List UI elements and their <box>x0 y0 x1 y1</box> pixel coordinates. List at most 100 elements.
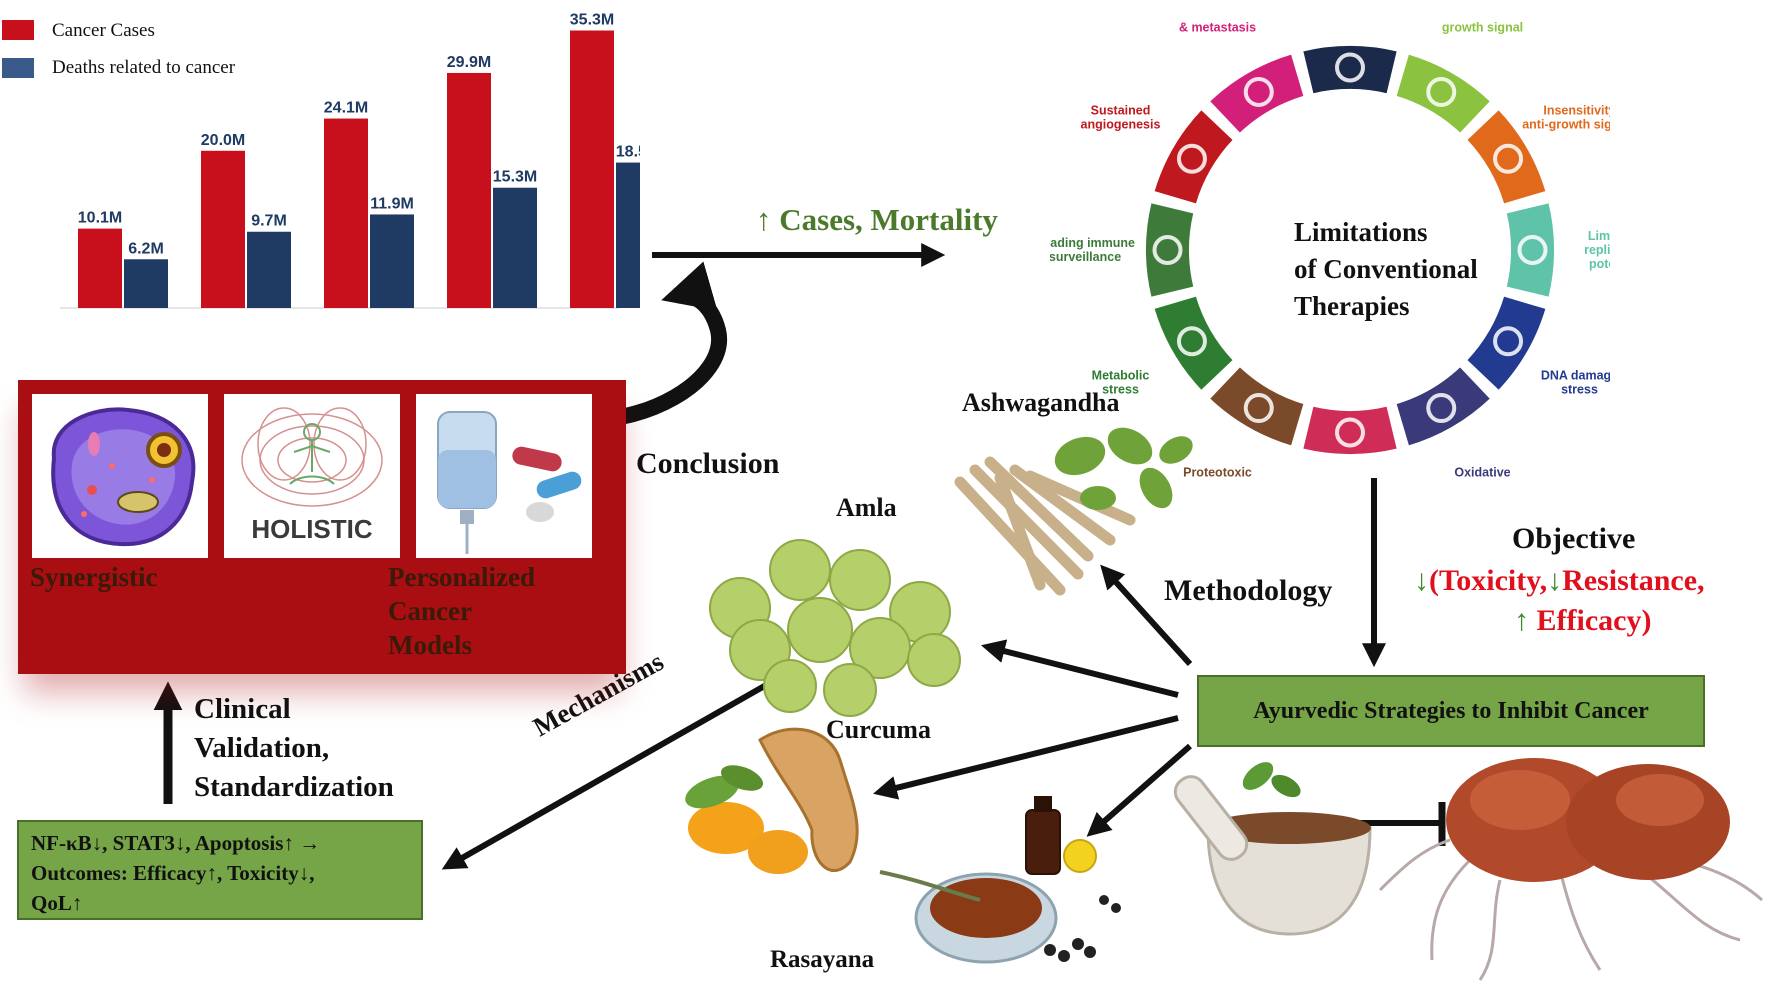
hallmark-segment-12 <box>1207 52 1306 136</box>
rasayana-image <box>879 796 1121 964</box>
holistic-meditation-illustration: HOLISTIC <box>241 407 383 544</box>
personalized-label-line-1: Personalized <box>388 562 535 592</box>
hallmark-segment-6 <box>1394 364 1493 448</box>
ashwagandha-image <box>954 427 1193 596</box>
bar-deaths-2040 <box>493 187 537 308</box>
arrow-to-rasayana <box>1086 743 1192 837</box>
cancer-bar-chart: 10.1M6.2M200120.0M9.7M202324.1M11.9M2030… <box>60 12 640 309</box>
clinical-line-1: Clinical <box>194 693 291 725</box>
cases-mortality-label: ↑ Cases, Mortality <box>756 202 998 237</box>
hallmark-segment-10 <box>1144 200 1196 300</box>
holistic-panel: HOLISTIC <box>224 394 400 558</box>
objective-line-1: ↓(Toxicity,↓Resistance, <box>1414 564 1705 598</box>
bar-label-deaths-2040: 15.3M <box>493 169 537 186</box>
bar-label-deaths-2030: 11.9M <box>370 195 414 212</box>
objective-toxicity: (Toxicity, <box>1429 564 1548 597</box>
hallmark-segment-3 <box>1464 107 1548 206</box>
bar-cases-2001 <box>78 228 122 308</box>
iv-bag-pills-illustration <box>437 411 582 554</box>
mechanisms-line-2: Outcomes: Efficacy↑, Toxicity↓, <box>31 861 315 885</box>
hallmark-segment-7 <box>1300 404 1400 456</box>
synergistic-label: Synergistic <box>30 562 158 592</box>
objective-line-2: ↑ Efficacy) <box>1514 604 1651 638</box>
mechanisms-line-1: NF-κB↓, STAT3↓, Apoptosis↑ → <box>31 831 321 855</box>
holistic-image-text: HOLISTIC <box>251 514 373 544</box>
methodology-label: Methodology <box>1164 574 1333 607</box>
clinical-line-2: Validation, <box>194 732 330 764</box>
bar-label-cases-2050: 35.3M <box>570 12 614 29</box>
hallmark-segment-1 <box>1300 44 1400 96</box>
wheel-center-line-2: of Conventional <box>1294 254 1478 284</box>
curcuma-label: Curcuma <box>826 715 931 744</box>
bar-label-deaths-2023: 9.7M <box>251 213 287 230</box>
hallmark-icon-11 <box>1176 143 1207 174</box>
hallmark-icon-7 <box>1335 417 1365 448</box>
cell-illustration <box>51 407 196 547</box>
hallmark-segment-5 <box>1464 294 1548 393</box>
bar-label-cases-2040: 29.9M <box>447 54 491 71</box>
clinical-line-3: Standardization <box>194 771 394 803</box>
mortar-pestle-image <box>1173 762 1372 936</box>
bar-label-deaths-2001: 6.2M <box>128 240 164 257</box>
arrow-to-amla <box>981 639 1179 698</box>
bar-deaths-2030 <box>370 214 414 308</box>
bar-label-cases-2023: 20.0M <box>201 132 245 149</box>
hallmark-icon-8 <box>1243 393 1274 424</box>
hallmark-label-2: Self-sufficiency ingrowth signal <box>1429 20 1536 35</box>
bar-label-cases-2001: 10.1M <box>78 210 122 227</box>
hallmark-segment-9 <box>1152 294 1236 393</box>
bar-cases-2023 <box>201 150 245 308</box>
objective-resistance: Resistance, <box>1562 564 1705 597</box>
hallmark-segment-2 <box>1394 52 1493 136</box>
objective-down-arrow-1: ↓ <box>1414 564 1429 597</box>
hallmark-label-12: Tissue invasion& metastasis <box>1171 20 1265 35</box>
hallmark-icon-9 <box>1176 326 1207 357</box>
hallmark-segment-11 <box>1152 107 1236 206</box>
objective-down-arrow-2: ↓ <box>1547 564 1563 597</box>
hallmark-label-8: Proteotoxicstress <box>1183 465 1252 480</box>
ashwagandha-label: Ashwagandha <box>962 388 1120 417</box>
hallmark-icon-10 <box>1152 235 1183 265</box>
wheel-center-line-1: Limitations <box>1294 217 1428 247</box>
ayurvedic-strategies-box: Ayurvedic Strategies to Inhibit Cancer <box>1197 675 1705 747</box>
amla-label: Amla <box>836 493 897 522</box>
hallmark-segment-8 <box>1207 364 1306 448</box>
hallmark-icon-3 <box>1493 143 1524 174</box>
hallmark-segment-4 <box>1504 200 1556 300</box>
rasayana-label: Rasayana <box>770 946 875 973</box>
mechanisms-line-3: QoL↑ <box>31 891 83 915</box>
bar-deaths-2001 <box>124 259 168 308</box>
synergistic-panel <box>32 394 208 558</box>
hallmark-icon-6 <box>1426 393 1457 424</box>
objective-title: Objective <box>1512 522 1636 555</box>
curcuma-image <box>685 727 859 874</box>
bar-cases-2030 <box>324 118 368 308</box>
hallmark-icon-5 <box>1493 326 1524 357</box>
hallmark-label-5: DNA damagestress <box>1541 369 1610 397</box>
bar-deaths-2023 <box>247 231 291 308</box>
bar-cases-2040 <box>447 72 491 308</box>
arrow-to-curcuma <box>873 715 1179 800</box>
hallmark-label-4: Limitlessreplicativepotential <box>1584 229 1610 271</box>
hallmark-icon-12 <box>1243 76 1274 107</box>
legend-swatch-cases <box>2 20 34 40</box>
objective-efficacy: Efficacy) <box>1529 604 1652 637</box>
legend-label-cases: Cancer Cases <box>52 20 155 41</box>
mechanisms-outcomes-box: NF-κB↓, STAT3↓, Apoptosis↑ → Outcomes: E… <box>17 820 423 920</box>
bar-label-cases-2030: 24.1M <box>324 100 368 117</box>
legend-swatch-deaths <box>2 58 34 78</box>
ayurvedic-strategies-label: Ayurvedic Strategies to Inhibit Cancer <box>1253 697 1649 724</box>
amla-image <box>709 539 961 717</box>
bar-cases-2050 <box>570 30 614 308</box>
arrow-mechanisms <box>441 673 784 870</box>
clinical-validation-text: Clinical Validation, Standardization <box>194 690 394 807</box>
personalized-label-line-3: Models <box>388 630 472 660</box>
objective-up-arrow: ↑ <box>1514 604 1529 637</box>
